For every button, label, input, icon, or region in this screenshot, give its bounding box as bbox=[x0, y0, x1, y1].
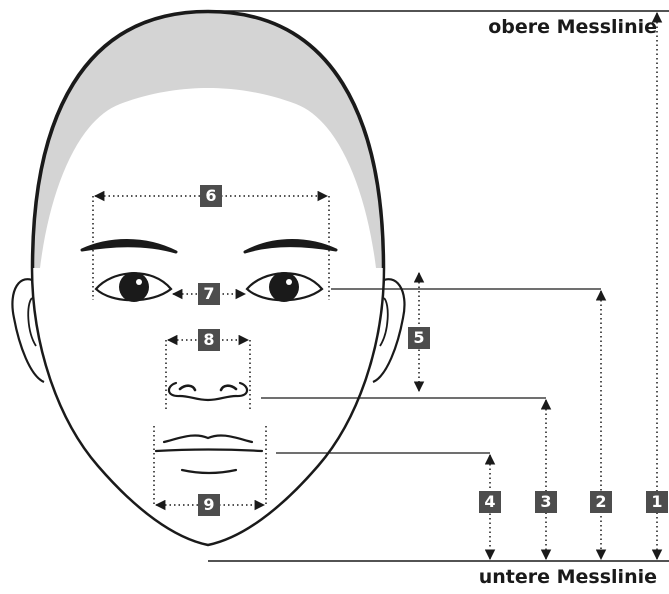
marker-badge-1: 1 bbox=[646, 491, 668, 513]
top-reference-label: obere Messlinie bbox=[488, 16, 657, 38]
bottom-reference-label: untere Messlinie bbox=[479, 566, 657, 588]
marker-badge-9: 9 bbox=[198, 494, 220, 516]
marker-badge-8: 8 bbox=[198, 329, 220, 351]
marker-badge-5: 5 bbox=[408, 327, 430, 349]
marker-badge-4: 4 bbox=[479, 491, 501, 513]
vertical-dimension-arrows bbox=[419, 13, 657, 559]
marker-badge-7: 7 bbox=[198, 283, 220, 305]
marker-badge-3: 3 bbox=[535, 491, 557, 513]
marker-badge-6: 6 bbox=[200, 185, 222, 207]
marker-badge-2: 2 bbox=[590, 491, 612, 513]
